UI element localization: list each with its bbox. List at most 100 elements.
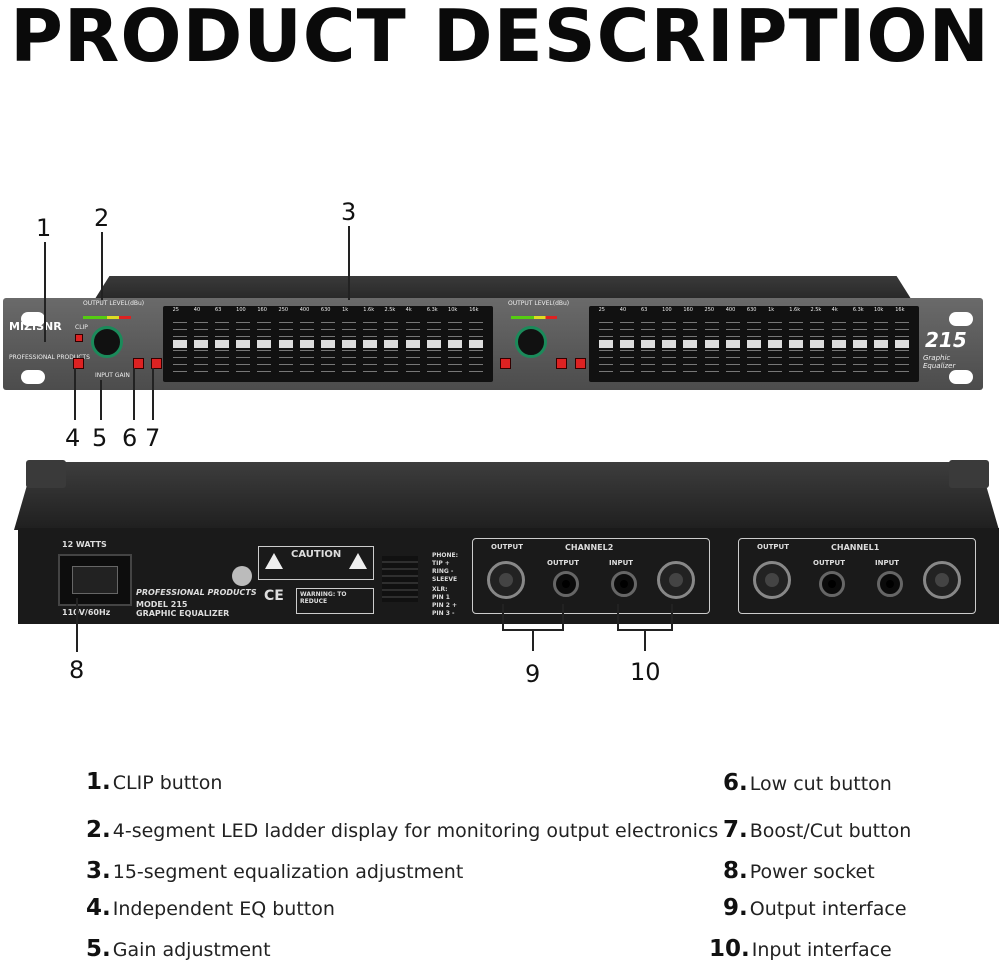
input-gain-label: INPUT GAIN [95,372,130,379]
eq-fader[interactable]: 160 [257,307,272,372]
callout-5: 5 [92,424,108,452]
xlr-input-connector[interactable] [923,561,961,599]
eq-fader[interactable]: 25 [598,307,613,372]
jack-output-connector[interactable] [819,571,845,597]
leader-line [101,232,103,300]
legend-text: 4-segment LED ladder display for monitor… [112,820,719,842]
legend-item: 6.Low cut button [723,770,892,796]
rack-slot [21,370,45,384]
eq-fader[interactable]: 63 [640,307,655,372]
eq-fader[interactable]: 400 [725,307,740,372]
eq-fader[interactable]: 4k [405,307,420,372]
leader-line [74,368,76,420]
eq-fader[interactable]: 25 [172,307,187,372]
frequency-label: 2.5k [384,307,396,313]
callout-1: 1 [36,214,52,242]
eq-fader[interactable]: 1k [342,307,357,372]
range-button-ch1[interactable] [575,358,586,369]
legend-text: Output interface [749,898,907,920]
eq-fader[interactable]: 160 [683,307,698,372]
input-gain-knob[interactable] [91,326,123,358]
pin-label: XLR: [432,586,448,593]
phone-label: PHONE: [432,552,459,559]
frequency-label: 400 [299,307,310,313]
eq-fader[interactable]: 40 [193,307,208,372]
channel2-label: CHANNEL2 [565,543,614,552]
pin-label: RING - [432,568,454,575]
brand-logo: MIZISNR [9,320,62,333]
eq-bypass-button[interactable] [73,358,84,369]
legend-text: Input interface [751,939,892,961]
eq-fader[interactable]: 2.5k [810,307,825,372]
callout-3: 3 [341,198,357,226]
eq-fader[interactable]: 400 [299,307,314,372]
leader-line [152,368,154,420]
eq-fader[interactable]: 63 [214,307,229,372]
frequency-label: 2.5k [810,307,822,313]
eq-fader[interactable]: 2.5k [384,307,399,372]
eq-fader[interactable]: 16k [469,307,484,372]
callout-4: 4 [65,424,81,452]
pin-label: PIN 2 + [432,602,458,609]
jack-input-connector[interactable] [877,571,903,597]
xlr-input-connector[interactable] [657,561,695,599]
leader-line [532,629,534,651]
eq-fader[interactable]: 630 [320,307,335,372]
eq-fader[interactable]: 630 [746,307,761,372]
callout-6: 6 [122,424,138,452]
legend-item: 10.Input interface [709,936,892,962]
type-line: GRAPHIC EQUALIZER [136,609,230,618]
legend-item: 9.Output interface [723,895,907,921]
legend-number: 5. [86,936,111,962]
legend-number: 6. [723,770,748,796]
eq-fader[interactable]: 250 [704,307,719,372]
frequency-label: 1.6k [363,307,375,313]
jack-input-connector[interactable] [611,571,637,597]
input-gain-knob-ch1[interactable] [515,326,547,358]
low-cut-button-ch1[interactable] [556,358,567,369]
output-level-label: OUTPUT LEVEL(dBu) [83,300,145,307]
rack-slot [949,312,973,326]
eq-fader[interactable]: 40 [619,307,634,372]
ce-mark: CE [264,588,284,604]
eq-fader[interactable]: 6.3k [426,307,441,372]
leader-line [562,604,564,630]
frequency-label: 4k [405,307,412,313]
eq-fader[interactable]: 250 [278,307,293,372]
output-label: OUTPUT [757,543,789,551]
callout-10: 10 [630,658,661,686]
power-socket-pins [72,566,118,594]
legend-item: 7.Boost/Cut button [723,817,911,843]
eq-fader[interactable]: 1k [768,307,783,372]
eq-fader[interactable]: 6.3k [852,307,867,372]
legend-number: 2. [86,817,111,843]
maker-label: PROFESSIONAL PRODUCTS [136,588,257,597]
eq-fader[interactable]: 1.6k [789,307,804,372]
frequency-label: 100 [236,307,246,313]
frequency-label: 25 [598,307,605,313]
eq-bypass-button-ch1[interactable] [500,358,511,369]
frequency-label: 10k [874,307,884,313]
xlr-output-connector[interactable] [753,561,791,599]
input-label: INPUT [609,559,634,567]
eq-fader[interactable]: 100 [662,307,677,372]
callout-9: 9 [525,660,541,688]
page-title: PRODUCT DESCRIPTION [10,0,990,78]
eq-fader[interactable]: 16k [895,307,910,372]
caution-text: CAUTION [291,549,342,560]
frequency-label: 630 [746,307,757,313]
leader-line [100,380,102,420]
xlr-output-connector[interactable] [487,561,525,599]
eq-fader[interactable]: 1.6k [363,307,378,372]
power-socket[interactable] [58,554,132,606]
eq-fader[interactable]: 10k [448,307,463,372]
eq-fader[interactable]: 100 [236,307,251,372]
eq-fader[interactable]: 10k [874,307,889,372]
frequency-label: 16k [895,307,905,313]
eq-fader[interactable]: 4k [831,307,846,372]
model-subtitle: Graphic Equalizer [923,354,956,370]
jack-output-connector[interactable] [553,571,579,597]
range-button[interactable] [151,358,162,369]
low-cut-button[interactable] [133,358,144,369]
frequency-label: 6.3k [852,307,864,313]
